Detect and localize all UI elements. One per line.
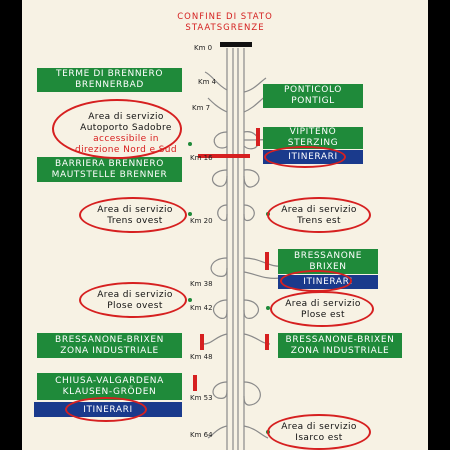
highlight-oval-itinerari-chiusa [65,397,147,422]
sign-line: BRENNERBAD [75,80,144,90]
sign-terme-di-brennero: TERME DI BRENNERO BRENNERBAD [37,68,182,92]
sign-bressanone-zona-industriale-left: BRESSANONE-BRIXEN ZONA INDUSTRIALE [37,333,182,358]
sign-chiusa-valgardena: CHIUSA-VALGARDENA KLAUSEN-GRÖDEN [37,373,182,400]
sign-line: BRIXEN [309,261,347,272]
km-marker-16: Km 16 [190,154,213,162]
km-marker-20: Km 20 [190,217,213,225]
sign-line: BARRIERA BRENNERO [55,158,164,169]
service-area-dot [188,142,192,146]
highlight-oval-isarco-est [267,414,371,450]
sign-line: MAUTSTELLE BRENNER [51,169,168,180]
sign-line: PONTIGL [291,96,335,106]
service-area-dot [266,306,270,310]
service-area-dot [188,298,192,302]
highlight-oval-trens-ovest [79,197,187,233]
sign-bressanone-zona-industriale-right: BRESSANONE-BRIXEN ZONA INDUSTRIALE [278,333,402,358]
sign-line: BRESSANONE-BRIXEN [55,334,164,345]
sign-line: BRESSANONE [293,250,363,261]
state-border-title: CONFINE DI STATO [177,12,273,22]
km-marker-4: Km 4 [198,78,217,86]
sign-line: KLAUSEN-GRÖDEN [62,386,157,397]
highlight-oval-itinerari-vipiteno [264,146,346,168]
sign-line: STERZING [287,138,339,148]
km-marker-48: Km 48 [190,353,213,361]
km-marker-64: Km 64 [190,431,213,439]
sign-line: ZONA INDUSTRIALE [60,345,159,356]
highlight-oval-trens-est [267,197,371,233]
sign-line: PONTICOLO [284,85,342,95]
sign-vipiteno: VIPITENO STERZING [263,127,363,149]
km-marker-53: Km 53 [190,394,213,402]
motorway-diagram: CONFINE DI STATO STAATSGRENZE Km 0 Km 4 … [22,0,428,450]
sign-line: VIPITENO [289,127,337,137]
sign-ponticolo: PONTICOLO PONTIGL [263,84,363,108]
sign-line: BRESSANONE-BRIXEN [285,334,395,345]
motorway-road-graphic [193,42,285,450]
sign-line: TERME DI BRENNERO [56,69,163,79]
state-border-subtitle: STAATSGRENZE [185,23,265,33]
km-marker-42: Km 42 [190,304,213,312]
sign-line: ZONA INDUSTRIALE [290,345,390,356]
sign-line: CHIUSA-VALGARDENA [55,375,164,386]
km-marker-7: Km 7 [192,104,211,112]
service-area-dot [188,212,192,216]
km-marker-0: Km 0 [194,44,213,52]
sign-barriera-brennero: BARRIERA BRENNERO MAUTSTELLE BRENNER [37,157,182,182]
km-marker-38: Km 38 [190,280,213,288]
highlight-oval-sadobre [52,99,182,159]
highlight-oval-plose-est [270,291,374,327]
highlight-oval-plose-ovest [79,282,187,318]
highlight-oval-itinerari-bressanone [280,270,352,292]
